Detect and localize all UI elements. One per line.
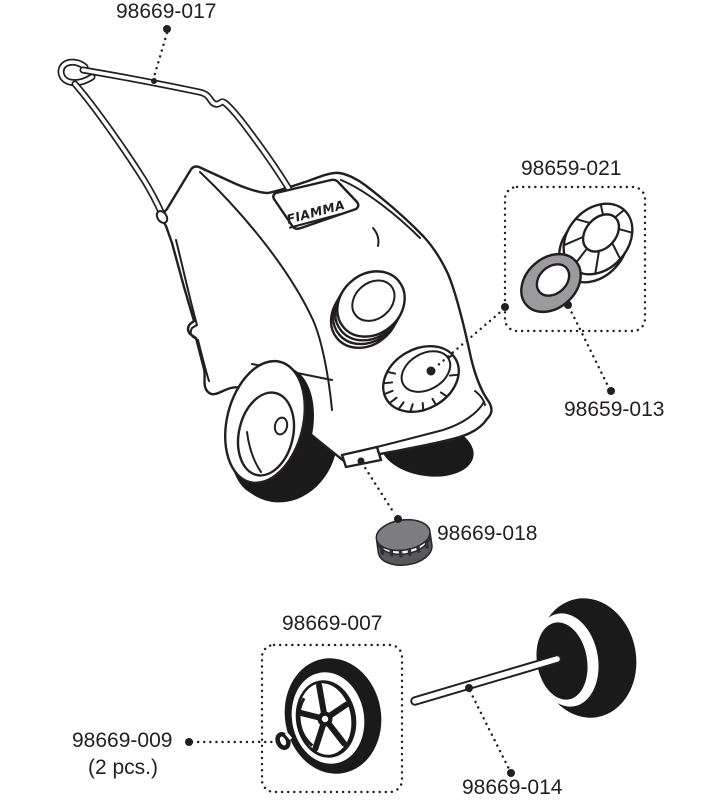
axle-clip	[275, 732, 293, 750]
axle-wheel-assembly	[410, 598, 637, 718]
axle-housing	[340, 445, 383, 469]
handle-tube-end-cap	[155, 210, 169, 224]
tank-front-crease	[199, 171, 333, 411]
wheel-box-98669-007	[260, 643, 404, 794]
part-label-98669-009: 98669-009	[72, 729, 173, 752]
front-left-wheel	[223, 359, 314, 496]
wheel-box-border	[260, 643, 404, 794]
tank-cap-ribbed	[382, 345, 460, 413]
ring-cap-hole	[581, 213, 621, 253]
threaded-ring-cap	[557, 202, 634, 284]
axle-clip-ring	[275, 732, 291, 750]
left-hub-hole	[273, 416, 289, 436]
leader-98659-013	[567, 305, 611, 390]
leader-98669-017	[152, 31, 169, 79]
left-hub-arc	[246, 431, 262, 473]
leader-lines	[151, 25, 615, 777]
part-qty-98669-009: (2 pcs.)	[88, 756, 159, 779]
handle-lower-tube	[71, 80, 166, 218]
leader-dot-009-start	[185, 738, 193, 746]
handle	[57, 58, 296, 224]
spare-wheel-hub	[296, 682, 352, 755]
leader-dot-021-start	[501, 303, 509, 311]
leader-98669-018	[360, 461, 396, 515]
molding-mark-lower	[474, 390, 486, 406]
ring-cap-knurls	[562, 203, 634, 275]
brand-plate-face	[272, 178, 360, 230]
leader-dot-014-end	[507, 769, 515, 777]
part-label-98669-017: 98669-017	[116, 0, 217, 23]
leader-dot-018-start	[357, 457, 365, 465]
part-label-98669-018: 98669-018	[437, 522, 538, 545]
filler-opening	[329, 270, 406, 349]
seal-ring-hole	[535, 263, 571, 297]
axle-wheel-center	[536, 622, 588, 700]
axle-clip-gap	[284, 732, 293, 740]
tank-right-inner-edge	[340, 179, 421, 239]
part-label-98659-013: 98659-013	[564, 398, 665, 421]
part-label-98659-021: 98659-021	[521, 157, 622, 180]
axle-rod	[412, 656, 560, 704]
leader-dot-013-end	[607, 387, 615, 395]
brand-logo-underline	[289, 213, 342, 229]
part-label-98669-007: 98669-007	[282, 612, 383, 635]
leader-dot-014-start	[465, 684, 473, 692]
drain-cap	[375, 518, 433, 566]
leader-dot-018-end	[394, 515, 402, 523]
kit-box-98659-021	[503, 185, 647, 333]
spare-hub-center-hole	[321, 715, 329, 723]
leader-dot-021-end	[426, 366, 436, 376]
tank-left-inner-edge	[175, 239, 210, 382]
kit-box-border	[503, 185, 647, 333]
molding-mark-upper	[372, 227, 380, 247]
leader-98659-021	[435, 307, 506, 368]
leader-dot-017-start	[163, 25, 171, 33]
tank-bottom-inner-edge	[351, 401, 485, 454]
seal-ring	[520, 252, 582, 314]
brand-plate: FIAMMA	[272, 178, 360, 230]
filler-hole	[351, 279, 396, 322]
tank-cap-top	[400, 350, 452, 393]
leader-98669-014	[468, 689, 511, 771]
leader-dot-013-start	[564, 301, 572, 309]
leader-dot-017-end	[151, 78, 157, 84]
part-label-98669-014: 98669-014	[462, 776, 563, 799]
spare-hub-arc	[297, 697, 314, 747]
